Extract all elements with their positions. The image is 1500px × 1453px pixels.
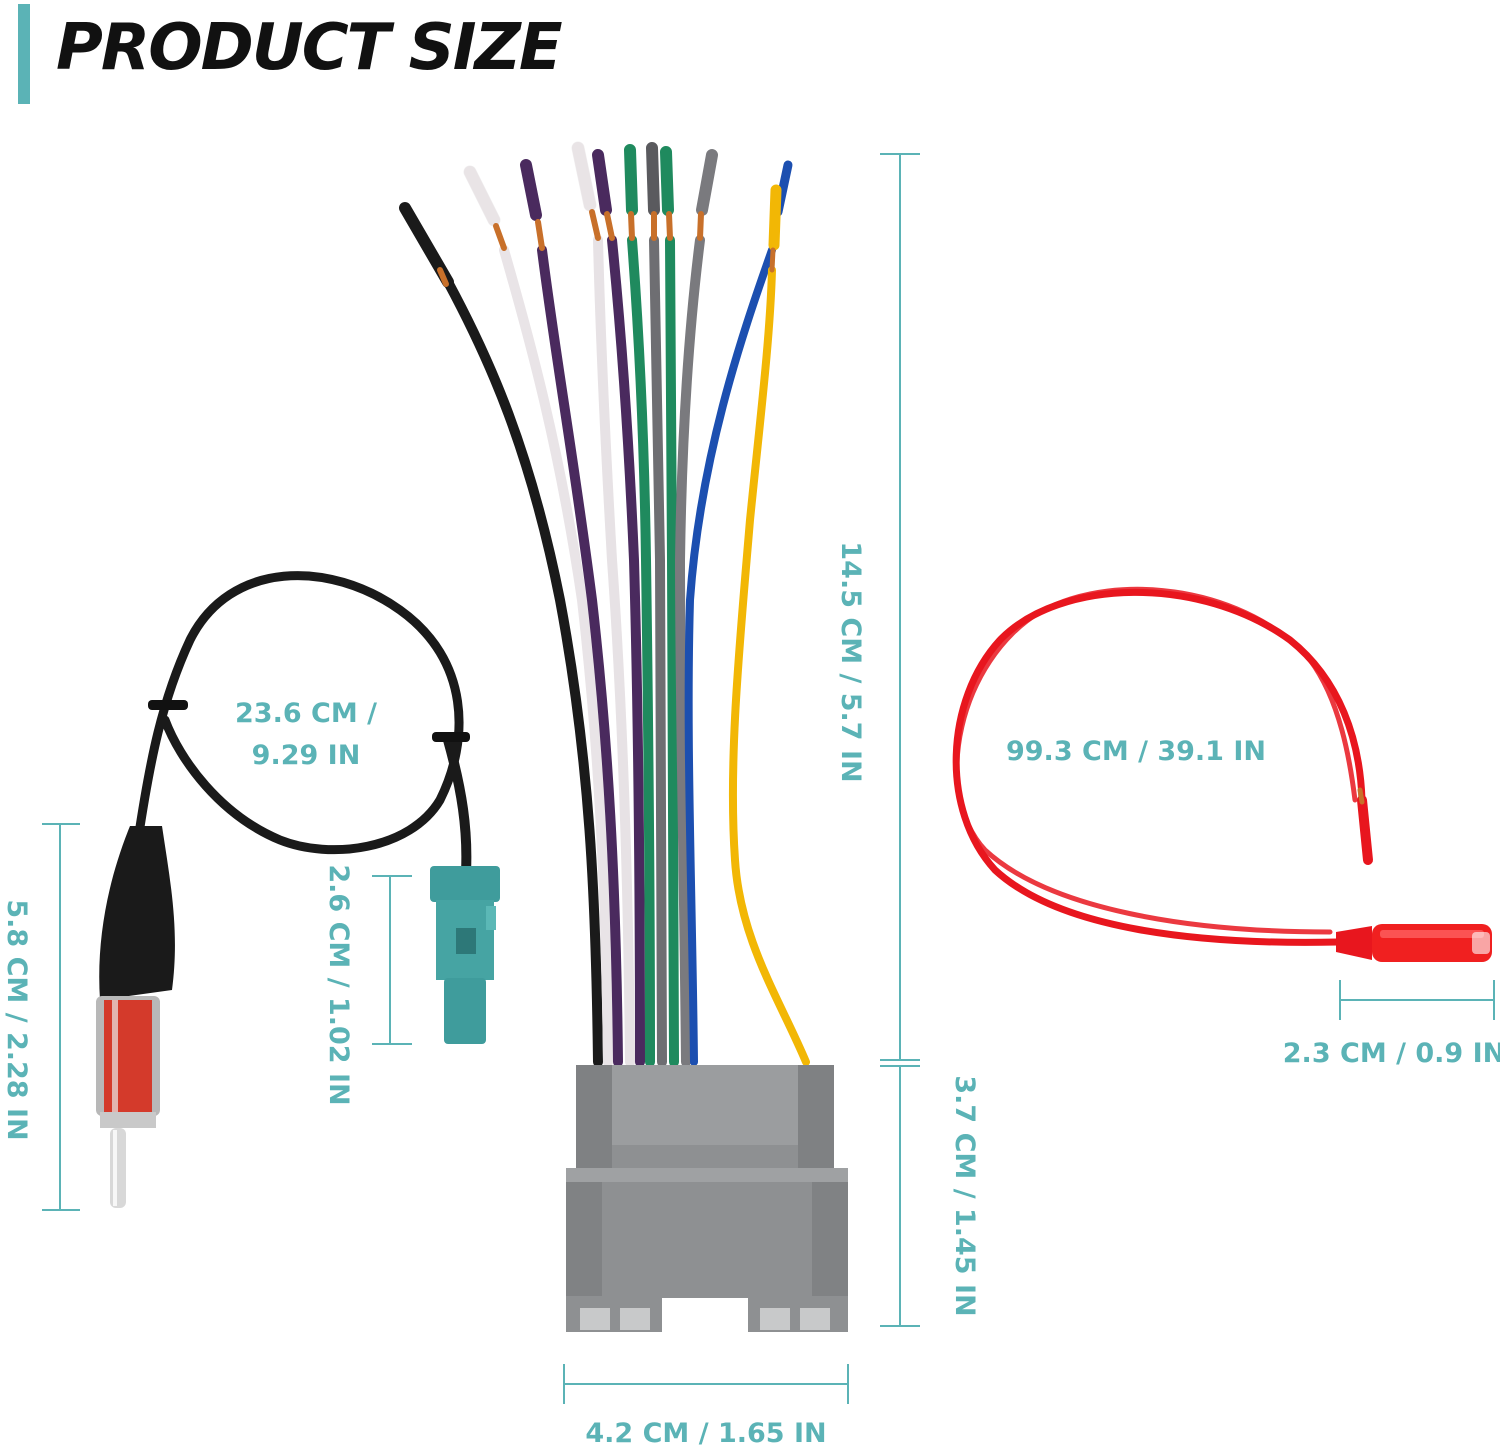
red-power-wire-icon	[952, 586, 1373, 946]
connector-width-label: 4.2 CM / 1.65 IN	[585, 1418, 827, 1449]
red-wire-length-label: 99.3 CM / 39.1 IN	[1005, 736, 1267, 767]
antenna-adapter-icon	[96, 571, 500, 1208]
antenna-cable-length-label: 23.6 CM / 9.29 IN	[235, 693, 377, 777]
spade-terminal-icon	[1336, 924, 1492, 962]
wire-purple-2	[607, 235, 645, 1067]
wire-white-1	[499, 245, 613, 1067]
wire-yellow	[728, 266, 810, 1066]
wire-white-2	[593, 235, 635, 1067]
harness-connector-icon	[566, 1065, 848, 1332]
red-terminal-length-label: 2.3 CM / 0.9 IN	[1282, 1038, 1500, 1069]
harness-length-label: 14.5 CM / 5.7 IN	[835, 541, 866, 783]
wire-blue	[684, 246, 776, 1066]
wiring-harness-icon	[399, 141, 848, 1332]
dimension-lines	[42, 153, 1495, 1404]
title-accent-bar	[18, 4, 30, 104]
wire-black	[443, 277, 603, 1067]
page-title: PRODUCT SIZE	[56, 11, 563, 85]
connector-height-label: 3.7 CM / 1.45 IN	[949, 1075, 980, 1317]
antenna-cable-length-line2: 9.29 IN	[251, 740, 361, 771]
wire-gray-1	[649, 235, 667, 1067]
wire-gray-2	[674, 235, 705, 1067]
din-antenna-plug-icon	[96, 826, 175, 1208]
wire-purple-1	[537, 245, 623, 1067]
fakra-length-label: 2.6 CM / 1.02 IN	[323, 864, 354, 1106]
antenna-plug-length-label: 5.8 CM / 2.28 IN	[1, 899, 32, 1141]
antenna-cable-length-line1: 23.6 CM /	[235, 698, 377, 729]
fakra-connector-icon	[430, 866, 500, 1044]
wire-green-1	[627, 235, 655, 1067]
wire-green-2	[665, 235, 679, 1067]
